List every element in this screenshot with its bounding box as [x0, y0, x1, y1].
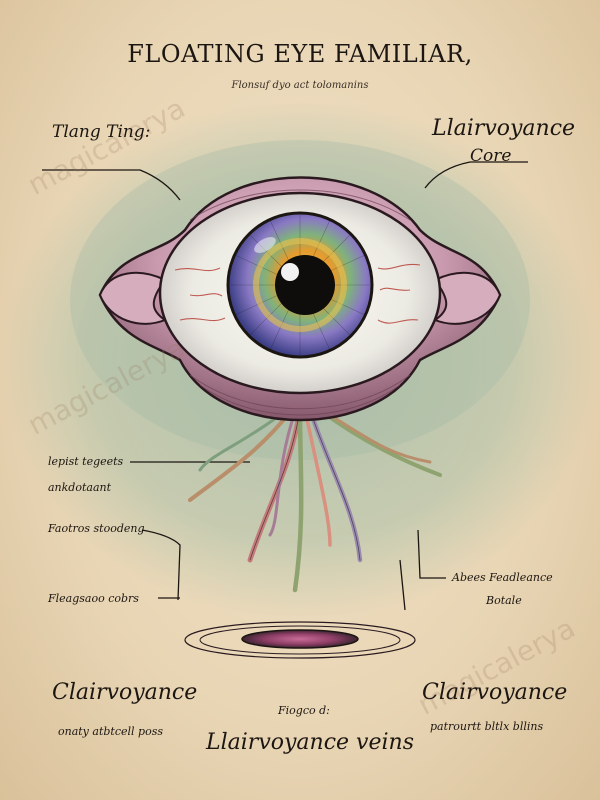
label-bottom-left: Clairvoyance	[52, 680, 198, 705]
leader-top-right	[424, 161, 528, 189]
leader-right	[417, 529, 446, 579]
label-top-right-sub: Core	[470, 146, 512, 166]
label-right-1: Abees Feadleance	[452, 571, 553, 584]
shadow-pool	[184, 621, 416, 659]
leader-top-left	[42, 169, 181, 201]
label-left-2: Faotros stoodeng	[48, 522, 145, 535]
label-bottom-left-sub: onaty atbtcell poss	[58, 725, 163, 738]
label-left-3: Fleagsaoo cobrs	[48, 592, 139, 605]
label-right-1-sub: Botale	[486, 594, 522, 607]
eye-highlight	[281, 263, 299, 281]
tendrils	[188, 407, 442, 593]
sclera-veins	[174, 263, 421, 324]
label-bottom-center: Llairvoyance veins	[206, 730, 414, 755]
label-bottom-right-sub: patrourtt bltlx bllins	[430, 720, 544, 733]
label-bottom-center-small: Fiogco d:	[278, 704, 330, 717]
label-top-left: Tlang Ting:	[52, 122, 151, 142]
label-left-1-sub: ankdotaant	[48, 481, 112, 494]
label-top-right: Llairvoyance	[432, 116, 576, 141]
page-subtitle: Flonsuf dyo act tolomanins	[231, 80, 369, 91]
pupil	[275, 255, 335, 315]
page-title: FLOATING EYE FAMILIAR,	[127, 40, 473, 68]
label-left-1: lepist tegeets	[48, 455, 124, 468]
label-bottom-right: Clairvoyance	[422, 680, 568, 705]
leader-left-2	[141, 529, 181, 601]
